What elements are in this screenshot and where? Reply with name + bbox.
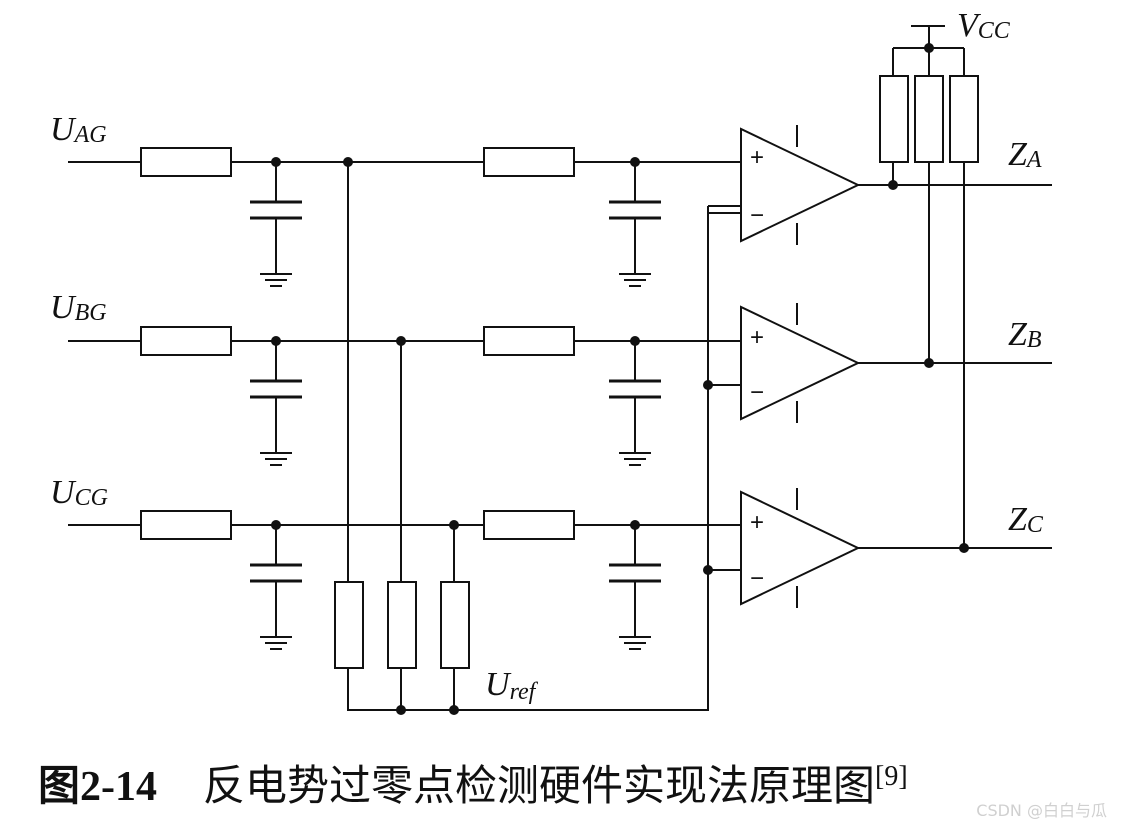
phase-a-node-2 [630,157,640,167]
output-node-c [959,543,969,553]
phase-c-series-resistor-1 [140,510,232,540]
comparator-b-plus-sign: + [750,324,764,351]
caption-citation: [9] [875,761,908,792]
pullup-resistor-a [879,75,909,163]
star-tap-b [396,336,406,346]
wires [68,25,1052,711]
phase-a-node-1 [271,157,281,167]
uref-label: Uref [485,666,539,705]
input-label-c: UCG [50,474,108,511]
phase-c-node-2 [630,520,640,530]
star-resistor-b [387,581,417,669]
comparator-c-minus-sign: − [750,565,764,592]
phase-b-node-2 [630,336,640,346]
uref-bus [347,206,709,711]
comparator-b-body [740,305,861,421]
pullup-resistor-b [914,75,944,163]
comparator-a-minus-sign: − [750,202,764,229]
watermark: CSDN @白白与瓜 [976,801,1107,820]
phase-c-series-resistor-2 [483,510,575,540]
components [140,75,979,669]
junction-dots [271,43,969,715]
uref-node-c [449,705,459,715]
caption-number: 图2-14 [38,764,157,810]
comparator-c-plus-sign: + [750,509,764,536]
star-resistor-c [440,581,470,669]
star-tap-c [449,520,459,530]
output-label-c: ZC [1008,501,1044,538]
output-node-b [924,358,934,368]
figure-caption: 图2-14 反电势过零点检测硬件实现法原理图[9] [38,752,908,813]
uref-node-b [396,705,406,715]
caption-text: 反电势过零点检测硬件实现法原理图 [203,764,876,810]
vcc-label: VCC [957,7,1011,44]
input-label-a: UAG [50,111,107,148]
phase-a-series-resistor-1 [140,147,232,177]
phase-b-series-resistor-1 [140,326,232,356]
star-resistor-a [334,581,364,669]
phase-b-node-1 [271,336,281,346]
comparator-c-body [740,490,861,606]
output-node-a [888,180,898,190]
pullup-resistor-c [949,75,979,163]
uref-node-comp-b [703,380,713,390]
input-label-b: UBG [50,289,107,326]
phase-b-series-resistor-2 [483,326,575,356]
phase-a-series-resistor-2 [483,147,575,177]
vcc-node [924,43,934,53]
comparator-b-minus-sign: − [750,379,764,406]
output-label-a: ZA [1008,136,1042,173]
phase-c-node-1 [271,520,281,530]
uref-node-comp-c [703,565,713,575]
star-tap-a [343,157,353,167]
comparator-a-body [740,127,861,243]
comparator-a-plus-sign: + [750,144,764,171]
output-label-b: ZB [1008,316,1042,353]
